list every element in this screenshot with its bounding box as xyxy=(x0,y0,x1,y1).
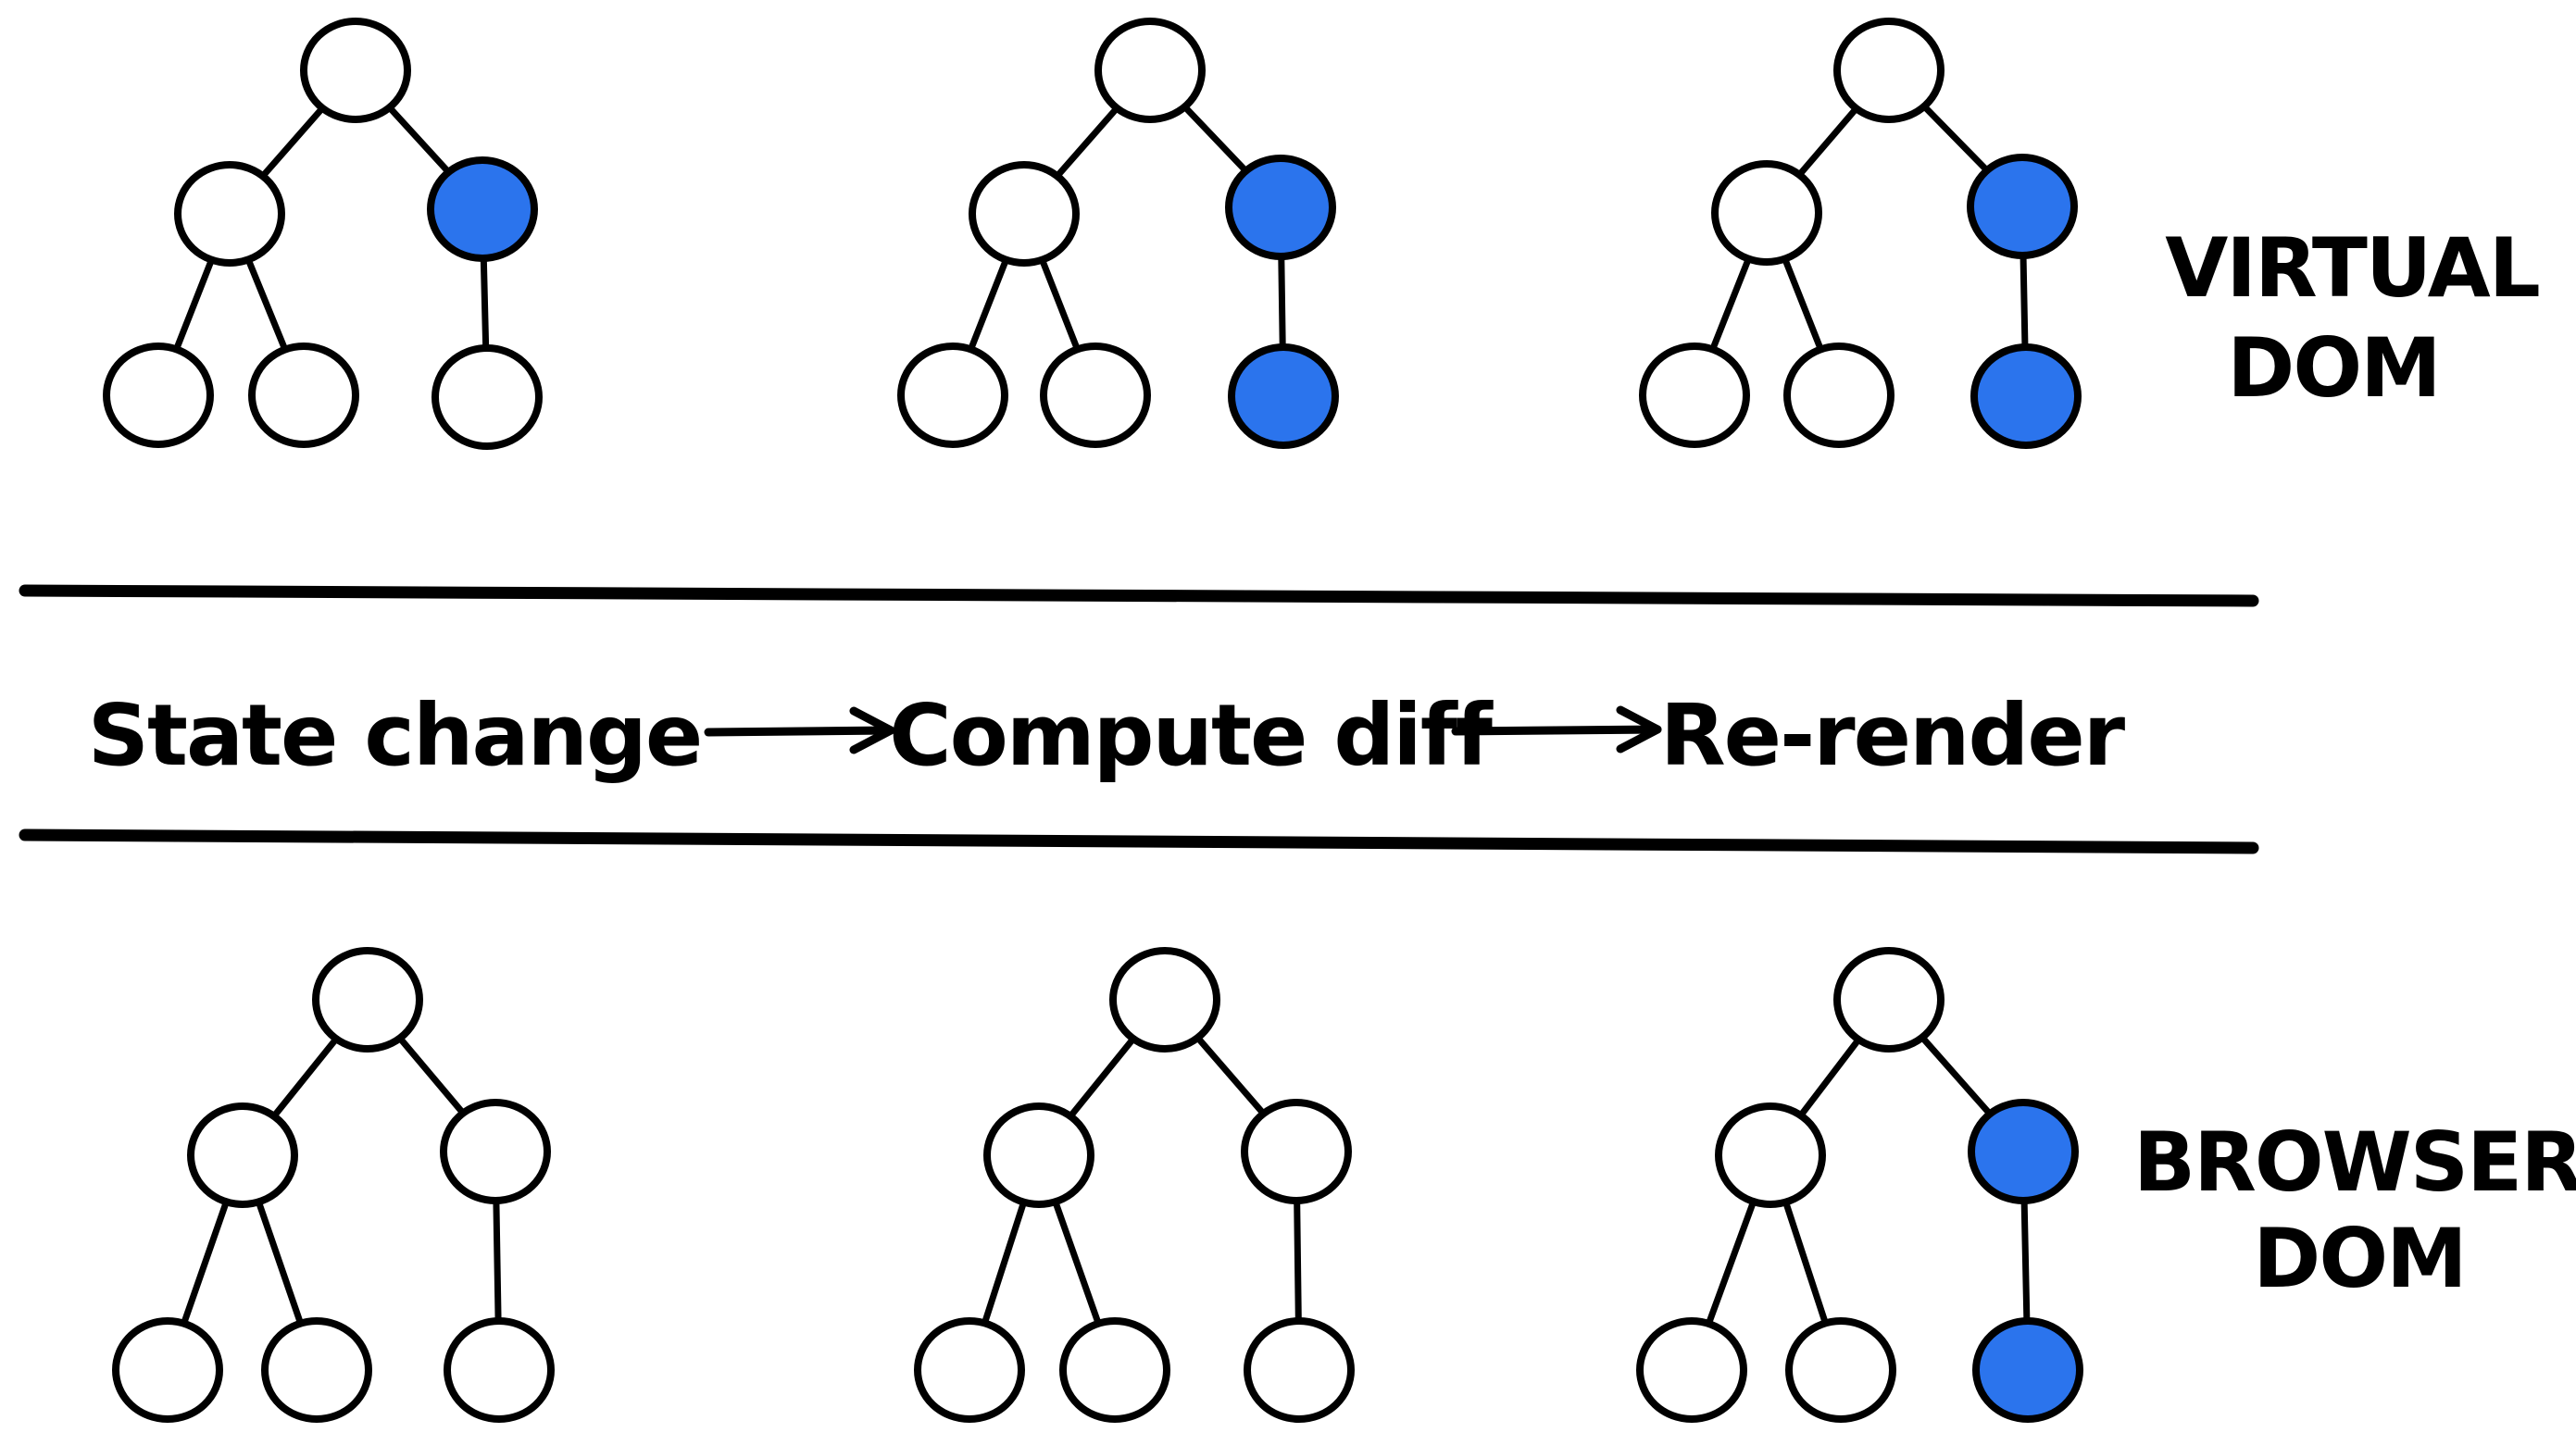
tree-node-LL xyxy=(1639,343,1750,448)
virtual-dom-label-line-2: DOM xyxy=(2227,320,2439,416)
tree-node-R xyxy=(440,1099,551,1204)
browser-dom-tree-2 xyxy=(914,947,1355,1423)
tree-node-LL xyxy=(1636,1317,1747,1423)
tree-node-R-highlighted xyxy=(1968,1099,2079,1204)
tree-node-L xyxy=(1715,1102,1826,1208)
tree-node-root xyxy=(1094,18,1206,123)
pipeline-step-state-change: State change xyxy=(88,686,702,785)
tree-node-root xyxy=(1833,947,1945,1053)
tree-node-RC-highlighted xyxy=(1228,343,1339,449)
tree-node-L xyxy=(1711,160,1822,266)
browser-dom-label-line-1: BROWSER xyxy=(2133,1115,2576,1210)
pipeline-step-compute-diff: Compute diff xyxy=(889,686,1494,785)
tree-node-R-highlighted xyxy=(1225,155,1336,260)
tree-node-LR xyxy=(1059,1317,1170,1423)
virtual-dom-tree-2 xyxy=(897,18,1339,449)
pipeline-divider-line-2 xyxy=(19,828,2259,854)
tree-node-LR xyxy=(248,343,359,448)
tree-node-LL xyxy=(914,1317,1025,1423)
arrow-icon-2 xyxy=(1451,705,1662,754)
tree-node-LL xyxy=(897,343,1008,448)
tree-node-R xyxy=(1241,1099,1352,1204)
tree-node-RC xyxy=(1244,1317,1355,1423)
diagram-text-layer: State change Compute diff Re-render VIRT… xyxy=(88,220,2576,1306)
tree-node-LR xyxy=(1040,343,1151,448)
tree-node-RC-highlighted xyxy=(1970,343,2082,449)
virtual-dom-label-line-1: VIRTUAL xyxy=(2165,220,2539,316)
browser-dom-tree-3 xyxy=(1636,947,2083,1423)
browser-dom-label-line-2: DOM xyxy=(2253,1211,2465,1306)
tree-node-L xyxy=(969,161,1080,267)
tree-node-R-highlighted xyxy=(1967,154,2078,259)
tree-node-R-highlighted xyxy=(427,156,538,262)
tree-node-LL xyxy=(103,343,214,448)
pipeline-divider-line-1 xyxy=(19,584,2259,607)
tree-node-RC xyxy=(431,344,543,450)
arrow-shaft xyxy=(1451,725,1662,736)
tree-node-LR xyxy=(261,1317,372,1423)
diagram-shape-layer xyxy=(19,18,2259,1423)
tree-node-root xyxy=(1833,18,1945,123)
virtual-dom-tree-1 xyxy=(103,18,543,450)
virtual-dom-tree-3 xyxy=(1639,18,2082,449)
tree-node-LR xyxy=(1785,1317,1896,1423)
tree-node-L xyxy=(174,161,285,267)
tree-node-LR xyxy=(1783,343,1894,448)
tree-node-L xyxy=(187,1102,298,1208)
arrow-shaft xyxy=(704,726,895,737)
tree-node-RC xyxy=(444,1317,555,1423)
arrow-head xyxy=(849,706,895,754)
arrow-icon-1 xyxy=(704,706,895,754)
arrow-head xyxy=(1616,705,1662,754)
pipeline-step-re-render: Re-render xyxy=(1660,686,2126,785)
tree-node-RC-highlighted xyxy=(1972,1317,2083,1423)
tree-node-root xyxy=(300,18,411,123)
tree-node-LL xyxy=(112,1317,223,1423)
tree-node-L xyxy=(983,1102,1094,1208)
tree-node-root xyxy=(1109,947,1220,1053)
tree-node-root xyxy=(312,947,423,1053)
browser-dom-tree-1 xyxy=(112,947,555,1423)
